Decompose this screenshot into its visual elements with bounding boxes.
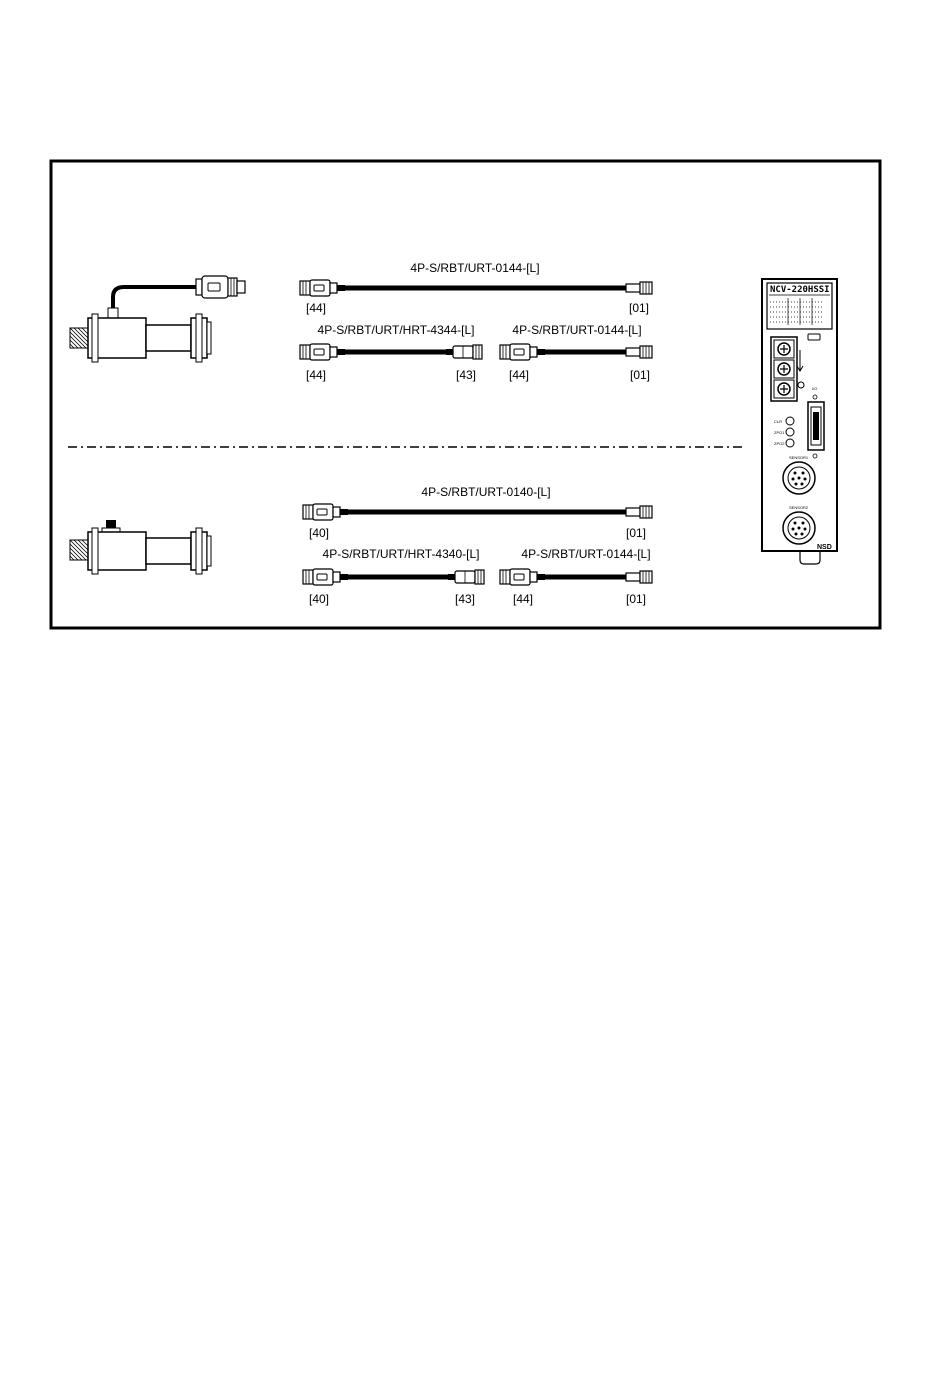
bottom-cable-c-right-end: [01] [626,592,646,606]
top-cable-c-left-end: [44] [509,368,529,382]
top-cable-a-right-end: [01] [629,301,649,315]
sensor-with-pigtail [70,276,245,362]
bottom-cable-b-right-end: [43] [455,592,475,606]
sensor-with-connector [70,520,211,574]
bottom-cable-a-label: 4P-S/RBT/URT-0140-[L] [421,485,550,499]
bottom-cable-b-left-end: [40] [309,592,329,606]
top-cable-b: 4P-S/RBT/URT/HRT-4344-[L] [44] [43] [300,323,482,382]
top-cable-c-right-end: [01] [630,368,650,382]
top-cable-c: 4P-S/RBT/URT-0144-[L] [44] [01] [500,323,652,382]
dip-switch-icon [808,334,820,340]
io-port-label: I/O [812,386,817,391]
bottom-cable-c: 4P-S/RBT/URT-0144-[L] [44] [01] [500,547,652,606]
led-2-label: ZPO1 [774,430,785,435]
top-cable-b-label: 4P-S/RBT/URT/HRT-4344-[L] [318,323,475,337]
sensor-port-2-label: SENSOR2 [789,505,809,510]
bottom-cable-a-left-end: [40] [309,526,329,540]
top-cable-b-left-end: [44] [306,368,326,382]
top-cable-b-right-end: [43] [456,368,476,382]
brand-logo: NSD [817,544,832,551]
bottom-cable-b: 4P-S/RBT/URT/HRT-4340-[L] [40] [43] [303,547,484,606]
controller-unit: NCV-220HSSI I/O [762,279,837,564]
mounting-clip-icon [800,551,820,564]
bottom-cable-a-right-end: [01] [626,526,646,540]
led-1-label: CLR [774,419,782,424]
sensor-port-1-label: SENSOR1 [789,455,809,460]
bottom-cable-a: 4P-S/RBT/URT-0140-[L] [40] [01] [303,485,652,540]
bottom-cable-c-left-end: [44] [513,592,533,606]
top-cable-c-label: 4P-S/RBT/URT-0144-[L] [512,323,641,337]
controller-model-label: NCV-220HSSI [770,285,830,295]
top-cable-a-label: 4P-S/RBT/URT-0144-[L] [410,261,539,275]
top-cable-a-left-end: [44] [306,301,326,315]
bottom-cable-c-label: 4P-S/RBT/URT-0144-[L] [521,547,650,561]
led-3-label: ZPO2 [774,441,785,446]
top-cable-a: 4P-S/RBT/URT-0144-[L] [44] [01] [300,261,652,315]
bottom-cable-b-label: 4P-S/RBT/URT/HRT-4340-[L] [323,547,480,561]
